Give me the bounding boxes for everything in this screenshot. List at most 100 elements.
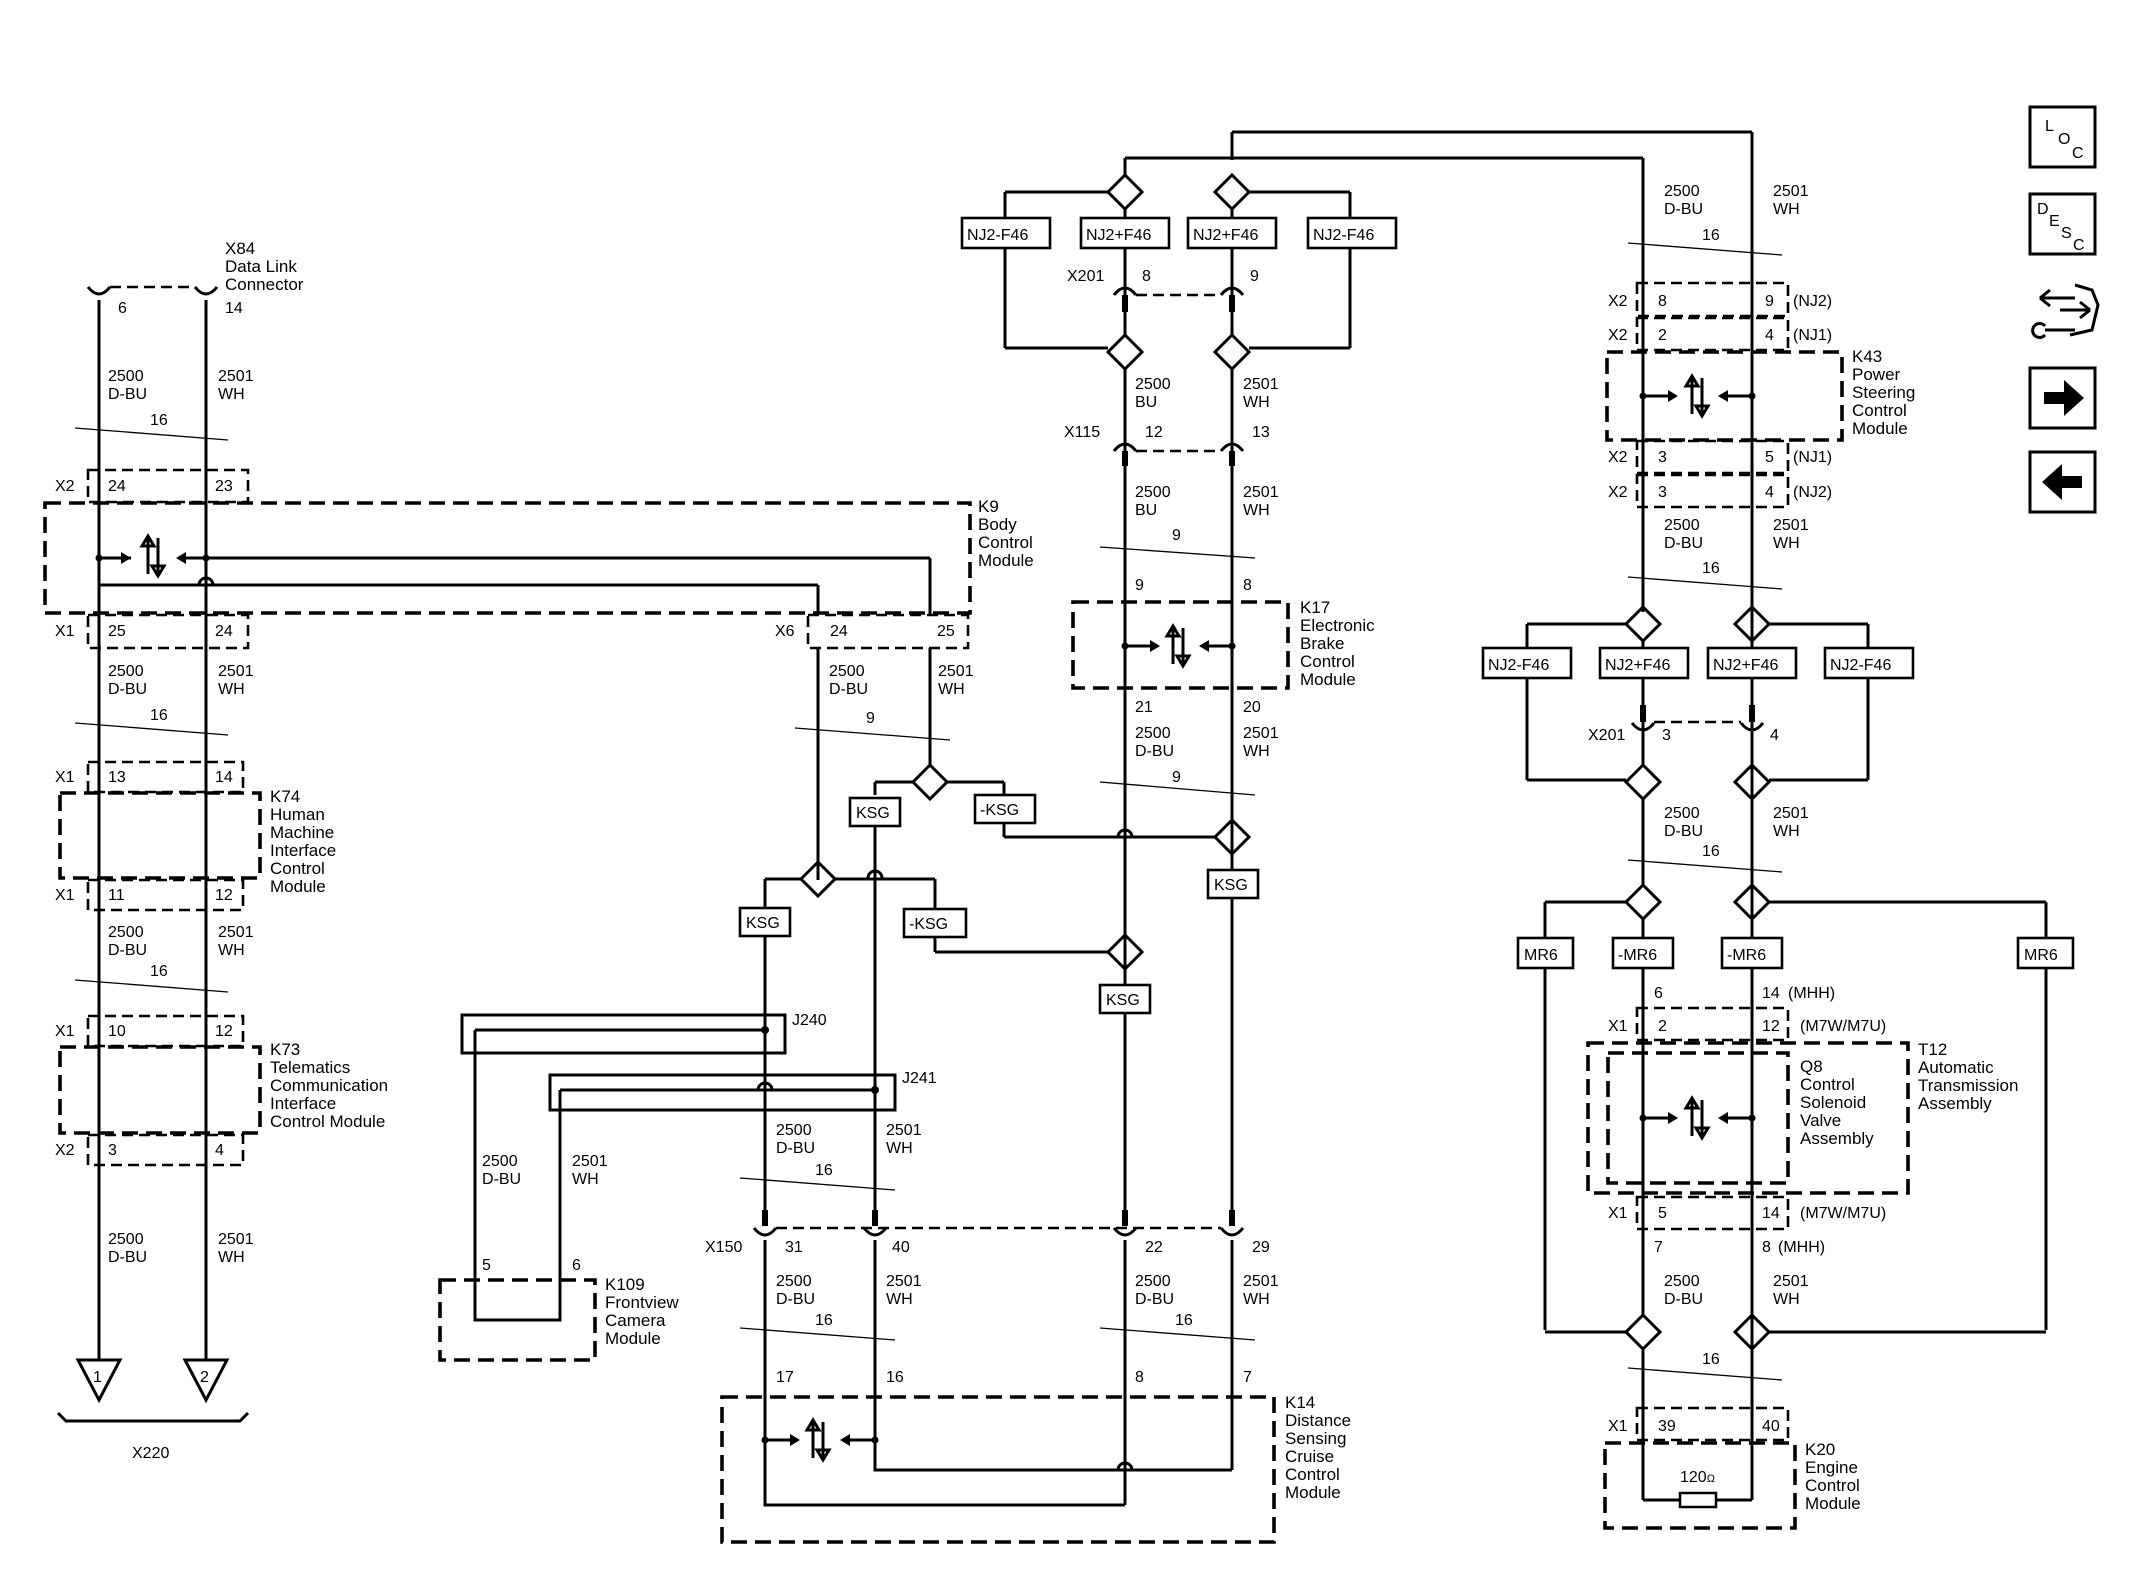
connector-wrench-icon[interactable] (2031, 283, 2100, 339)
k9-x2-pin-23: 23 (215, 478, 233, 495)
option-nj-minus-4: NJ2-F46 (1830, 657, 1891, 674)
k43-opt-nj2-1: (NJ2) (1793, 293, 1832, 310)
x201-pin-8: 8 (1142, 268, 1151, 285)
x84-pin-14: 14 (225, 300, 243, 317)
k9-x6-pin-25: 25 (937, 623, 955, 640)
k73-pin-3: 3 (108, 1142, 117, 1159)
t12-splice-pin-7: 7 (1654, 1239, 1663, 1256)
k9-x6-pin-24: 24 (830, 623, 848, 640)
k73-x2-bot: X2 (55, 1142, 75, 1159)
arrow-right-icon[interactable] (2028, 366, 2097, 430)
x201-label-top: X201 (1067, 268, 1104, 285)
k17-pin-9: 9 (1135, 577, 1144, 594)
arrow-left-icon[interactable] (2028, 450, 2097, 514)
k74-x1-bot: X1 (55, 887, 75, 904)
k20-pin-40: 40 (1762, 1418, 1780, 1435)
desc-letter-s: S (2061, 225, 2072, 242)
option-nj-minus-1: NJ2-F46 (967, 227, 1028, 244)
k14-pin-8: 8 (1135, 1369, 1144, 1386)
x150-pin-40: 40 (892, 1239, 910, 1256)
left-gauge-1: 16 (150, 412, 168, 429)
t12-opt-mhh-2: (MHH) (1778, 1239, 1825, 1256)
k43-pin-9: 9 (1765, 293, 1774, 310)
x201-connector-right: X201 3 4 (1588, 705, 1779, 744)
option-ksg-minus-1: -KSG (980, 802, 1019, 819)
option-nj-plus-3: NJ2+F46 (1605, 657, 1670, 674)
k43-x2-3: X2 (1608, 449, 1628, 466)
k9-x2-pin-24: 24 (108, 478, 126, 495)
j240-label: J240 (792, 1012, 827, 1029)
k9-x1-pin-24: 24 (215, 623, 233, 640)
right-gauge-2: 16 (1702, 560, 1720, 577)
option-nj-minus-3: NJ2-F46 (1488, 657, 1549, 674)
loc-icon[interactable]: L O C (2028, 105, 2097, 169)
k43-pin-3b: 3 (1658, 484, 1667, 501)
k43-pin-2: 2 (1658, 327, 1667, 344)
x150-pin-22: 22 (1145, 1239, 1163, 1256)
x150-connector: X150 31 40 22 29 (705, 1210, 1270, 1256)
k74-pin-11: 11 (108, 887, 125, 904)
option-mr6-minus-2: -MR6 (1727, 947, 1766, 964)
option-ksg-4: KSG (746, 915, 780, 932)
x150-label: X150 (705, 1239, 742, 1256)
j240-j241-splices: J240 J241 (460, 1012, 937, 1322)
right-gauge-3: 16 (1702, 843, 1720, 860)
t12-x1-bot: X1 (1608, 1205, 1628, 1222)
right-gauge-1: 16 (1702, 227, 1720, 244)
t12-pin-2: 2 (1658, 1018, 1667, 1035)
x115-pin-13: 13 (1252, 424, 1270, 441)
left-gauge-3: 16 (150, 963, 168, 980)
x201r-pin-4: 4 (1770, 727, 1779, 744)
ground-2: 2 (200, 1369, 209, 1386)
option-mr6-2: MR6 (2024, 947, 2058, 964)
top-option-boxes: NJ2-F46 NJ2+F46 NJ2+F46 NJ2-F46 (960, 216, 1398, 250)
x115-pin-12: 12 (1145, 424, 1163, 441)
option-nj-plus-1: NJ2+F46 (1086, 227, 1151, 244)
t12-opt-m7w-1: (M7W/M7U) (1800, 1018, 1886, 1035)
x115-connector: X115 12 13 (1064, 424, 1270, 466)
k17-pin-21: 21 (1135, 699, 1153, 716)
k73-pin-12: 12 (215, 1023, 233, 1040)
x150-pin-29: 29 (1252, 1239, 1270, 1256)
k17-pin-20: 20 (1243, 699, 1261, 716)
desc-icon[interactable]: D E S C (2028, 192, 2097, 256)
loc-letter-c: C (2072, 145, 2084, 162)
k14-pin-16: 16 (886, 1369, 904, 1386)
k14-pin-17: 17 (776, 1369, 794, 1386)
x220-label: X220 (132, 1445, 169, 1462)
option-nj-plus-4: NJ2+F46 (1713, 657, 1778, 674)
k74-pin-13: 13 (108, 769, 126, 786)
k73-pin-4: 4 (215, 1142, 224, 1159)
k73-x1-top: X1 (55, 1023, 75, 1040)
k74-pin-12: 12 (215, 887, 233, 904)
